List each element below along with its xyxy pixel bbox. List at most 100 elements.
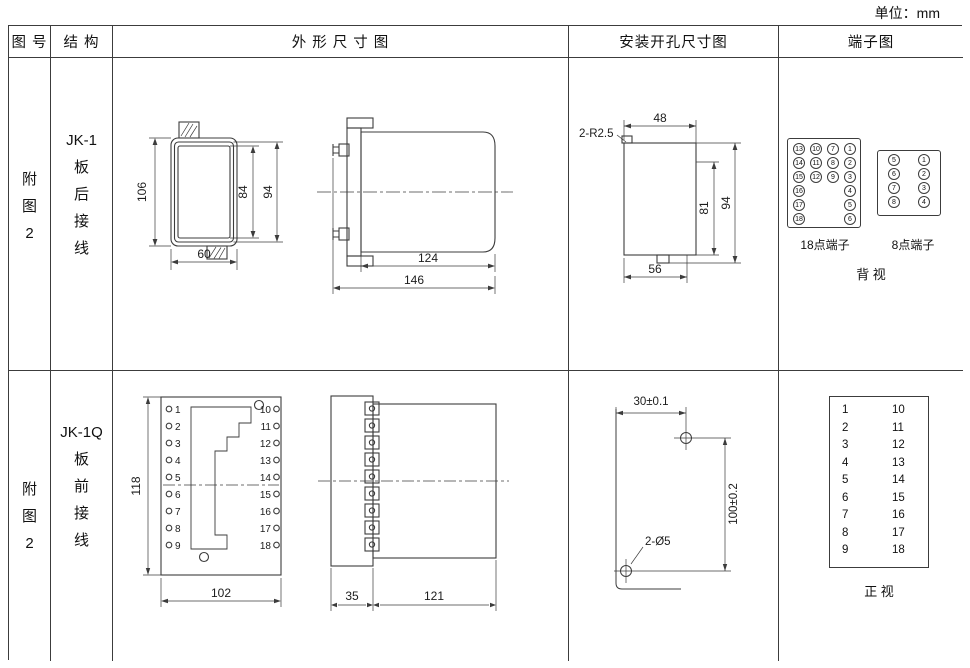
row1-structure-line: 线 — [73, 239, 89, 257]
terminal-pin: 2 — [918, 168, 930, 180]
dim-56-label: 56 — [648, 262, 662, 276]
terminal-number: 1 — [842, 404, 849, 416]
pin-label: 3 — [922, 184, 926, 192]
pin-label: 1 — [922, 156, 926, 164]
terminal-number: 11 — [892, 421, 904, 434]
jk1q-dim-lines — [143, 396, 497, 611]
terminal-pin: 1 — [918, 154, 930, 166]
terminal-number: 7 — [842, 509, 849, 521]
terminal-pin: 15 — [793, 171, 805, 183]
slot-radius-label: 2-R2.5 — [579, 128, 614, 140]
terminal-block-18: 13 14 15 16 17 18 10 11 12 7 8 9 1 2 3 4… — [787, 138, 861, 228]
row1-mounting-cell: 2-R2.5 48 81 94 56 — [569, 58, 779, 371]
dim-81-label: 81 — [697, 201, 711, 215]
terminal-list-right: 10 11 12 13 14 15 16 17 18 — [892, 404, 905, 556]
pin-label: 8 — [831, 159, 835, 167]
pin-label: 9 — [831, 173, 835, 181]
terminal-number: 17 — [892, 526, 905, 539]
side-terminal-bumps — [364, 401, 380, 552]
jk1q-mounting-dim-lines — [615, 407, 731, 572]
pin-number: 10 — [260, 405, 272, 416]
pin-label: 7 — [831, 145, 835, 153]
terminal-number: 6 — [842, 491, 849, 504]
pin-number: 5 — [175, 473, 181, 484]
row1-terminal-cell: 13 14 15 16 17 18 10 11 12 7 8 9 1 2 3 4… — [779, 58, 963, 371]
row2-structure-line: JK-1Q — [60, 423, 103, 441]
terminal-number: 9 — [842, 544, 849, 556]
jk1-outline-drawing: 106 84 94 60 124 146 — [135, 117, 513, 294]
pin-number: 9 — [175, 541, 181, 552]
pin-number: 8 — [175, 524, 181, 535]
jk1q-panel-outline — [615, 409, 681, 590]
row1-structure-line: 后 — [73, 185, 89, 203]
dim-84-label: 84 — [236, 185, 250, 199]
terminal-list-block: 1 2 3 4 5 6 7 8 9 10 11 12 13 14 15 — [829, 396, 929, 568]
pin-number: 7 — [175, 507, 181, 518]
terminal-pin: 6 — [888, 168, 900, 180]
terminal-pin: 18 — [793, 213, 805, 225]
pin-number: 14 — [260, 473, 272, 484]
pin-number: 13 — [260, 456, 272, 467]
jk1q-dim-arrows — [145, 397, 496, 608]
pin-label: 7 — [892, 184, 896, 192]
jk1-mounting-labels: 2-R2.5 48 81 94 56 — [579, 111, 733, 276]
row2-fig-line: 图 — [21, 507, 37, 525]
terminal-pin: 5 — [844, 199, 856, 211]
terminal-number: 10 — [892, 404, 905, 416]
dim-48-label: 48 — [653, 111, 667, 125]
terminal-number: 12 — [892, 439, 905, 451]
terminal-list-left: 1 2 3 4 5 6 7 8 9 — [842, 404, 848, 556]
pin-label: 13 — [795, 145, 803, 153]
row2-terminal-cell: 1 2 3 4 5 6 7 8 9 10 11 12 13 14 15 — [779, 371, 963, 661]
dim-30-label: 30±0.1 — [633, 396, 668, 408]
row2-fig-no: 附 图 2 — [9, 371, 51, 661]
terminal-block-8: 5 6 7 8 1 2 3 4 — [877, 150, 941, 216]
row2-structure-line: 线 — [73, 531, 89, 549]
jk1-mounting-drawing: 2-R2.5 48 81 94 56 — [579, 111, 741, 283]
terminal-8-caption: 8点端子 — [891, 238, 935, 252]
pin-number: 18 — [260, 541, 272, 552]
dim-121-label: 121 — [424, 589, 444, 603]
row2-structure-line: 接 — [73, 504, 89, 522]
terminal-pin: 3 — [918, 182, 930, 194]
dim-102-label: 102 — [211, 586, 231, 600]
jk1-cutout-shape — [616, 134, 697, 264]
pin-label: 4 — [922, 198, 926, 206]
terminal-number: 14 — [892, 474, 905, 486]
row1-fig-line: 2 — [25, 224, 34, 242]
rear-view-caption: 背 视 — [856, 267, 886, 282]
pin-label: 10 — [812, 145, 820, 153]
terminal-number: 3 — [842, 439, 849, 451]
terminal-number: 4 — [842, 456, 849, 469]
pin-label: 18 — [795, 215, 803, 223]
pin-number: 6 — [175, 490, 181, 501]
jk1-front-view — [170, 121, 238, 260]
hole-diameter-label: 2-Ø5 — [645, 536, 671, 548]
dim-60-label: 60 — [197, 247, 211, 261]
pin-label: 16 — [795, 187, 803, 195]
pin-label: 1 — [848, 145, 852, 153]
pin-label: 11 — [812, 159, 820, 167]
terminal-pin: 1 — [844, 143, 856, 155]
jk1-mounting-arrows — [624, 123, 738, 280]
header-structure: 结 构 — [51, 26, 113, 58]
row2-mounting-cell: 30±0.1 100±0.2 2-Ø5 — [569, 371, 779, 661]
jk1-side-view — [317, 117, 513, 267]
header-fig-no-label: 图 号 — [11, 35, 48, 51]
terminal-pin: 9 — [827, 171, 839, 183]
pin-label: 3 — [848, 173, 852, 181]
jk1-dimension-arrows — [152, 138, 495, 291]
dim-35-label: 35 — [345, 589, 359, 603]
pin-label: 5 — [892, 156, 896, 164]
pin-label: 5 — [848, 201, 852, 209]
terminal-pin: 17 — [793, 199, 805, 211]
terminal-number: 8 — [842, 526, 849, 539]
dim-94b-label: 94 — [719, 196, 733, 210]
row1-outline-cell: 106 84 94 60 124 146 — [113, 58, 569, 371]
terminal-pin: 4 — [844, 185, 856, 197]
terminal-pin: 2 — [844, 157, 856, 169]
front-pin-numbers-left: 1 2 3 4 5 6 7 8 9 — [175, 405, 181, 552]
jk1q-mounting-labels: 30±0.1 100±0.2 2-Ø5 — [633, 396, 740, 548]
jk1-dimension-labels: 106 84 94 60 124 146 — [135, 182, 438, 287]
